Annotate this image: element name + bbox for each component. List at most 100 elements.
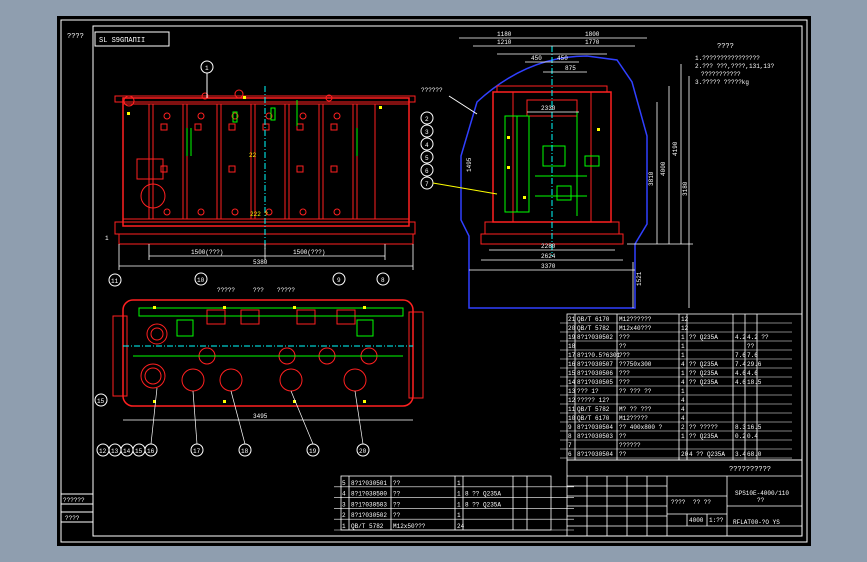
bom-left-cell: 1 [457,491,461,498]
bom-left-cell: 1 [457,501,461,508]
bom-right-cell: 4.2 ?? [747,334,769,341]
top-label-b: ??? [253,287,264,294]
bom-right-cell: ?? Q235A [689,370,718,377]
side-dim-left-v: 1495 [466,157,473,172]
side-dim-1210: 1210 [497,39,512,46]
side-balloon-3: 3 [425,129,429,136]
top-balloon-10: 10 [197,277,205,284]
bom-right-cell: 8?1?030505 [577,379,613,386]
title-box-text: SL S9GΠAΠII [99,37,145,45]
bom-left-cell: 1 [342,523,346,530]
bom-left-cell: 8?1?030503 [351,501,387,508]
bom-left-cell: QB/T 5782 [351,523,384,530]
side-view: 1180 1800 1210 1770 450 450 875 2330 228… [420,31,693,309]
side-dim-inner: 2330 [541,105,556,112]
top-view: ????? ??? ????? 10 9 8 15 3495 12 13 14 … [94,272,424,457]
front-label-222: 222 ? [250,211,268,218]
bom-right-cell: ??750x300 [619,361,652,368]
side-blue-envelope [460,55,648,309]
side-dim-1180: 1180 [497,31,512,38]
bom-right-cell: 4 [681,415,685,422]
title-sheet-a: ?? ?? [693,499,711,506]
bom-right-cell: 2 [681,424,685,431]
side-dim-r2: 4000 [660,161,667,176]
bom-left-cell: 8?1?030500 [351,491,387,498]
bom-right-cell: 1 [681,334,685,341]
bom-right-cell: 1 [681,370,685,377]
side-dim-b3: 3370 [541,263,556,270]
bom-right-cell: 13 [568,388,576,395]
outer-border [60,19,808,543]
bom-right-cell: 4.6 [735,379,746,386]
side-balloon-7: 7 [425,181,429,188]
top-label-c: ????? [277,287,295,294]
bom-right-cell: 8?1?030507 [577,361,613,368]
bom-right-cell: 7.6 [735,352,746,359]
bom-right-cell: 8?1?030504 [577,424,613,431]
side-balloon-2: 2 [425,116,429,123]
bom-right-cell: ?? Q235A [689,433,718,440]
bom-right-cell: 4 [681,397,685,404]
bom-right-cell: 4.2 [735,334,746,341]
side-callout: ?????? [421,87,443,94]
bom-right-cell: 29.6 [747,361,762,368]
bom-right-cell: 68.0 [747,451,762,458]
bom-left-cell: ?? [393,480,401,487]
top-dim: 3495 [253,413,268,420]
top-balloon-14: 14 [123,448,131,455]
front-dim-right: 1500(???) [293,249,325,256]
side-dim-1800: 1800 [585,31,600,38]
side-dim-1770: 1770 [585,39,600,46]
bom-right-cell: ??? [619,379,630,386]
bom-right-cell: 8?1?030502 [577,334,613,341]
bom-right-cell: 17 [568,352,576,359]
bom-left-cell: ?? [393,501,401,508]
bom-right-cell: ????? 12? [577,397,610,404]
bom-left-cell: 1 [457,512,461,519]
left-box-1-text: ?????? [63,497,85,504]
bom-right-cell: 0.4 [747,433,758,440]
bom-right-cell: 6 [568,451,572,458]
bom-right-cell: 16 [568,361,576,368]
top-balloon-18: 18 [241,448,249,455]
bom-table-right [566,313,803,461]
side-dim-875: 875 [565,65,576,72]
bom-right-cell: ?? Q235A [689,334,718,341]
title-scale-label: ???? [671,499,686,506]
bom-right-cell: ?????? [619,442,641,449]
left-box-1 [60,493,94,505]
bom-right-cell: 4.6 [747,370,758,377]
bom-right-cell: ?? [747,343,755,350]
bom-left-cell: 3 [342,501,346,508]
side-balloon-5: 5 [425,155,429,162]
side-dim-low-right: 1521 [636,271,643,286]
top-balloon-15: 15 [135,448,143,455]
bom-right-cell: 1 [681,343,685,350]
bom-right-cell: 12 [681,325,689,332]
bom-right-cell: 15 [568,370,576,377]
bom-right-cell: ??? [619,370,630,377]
top-balloon-13: 13 [111,448,119,455]
title-name: ?????????? [729,466,771,474]
top-balloon-19: 19 [309,448,317,455]
bom-right-cell: QB/T 6170 [577,415,610,422]
bom-right-cell: 14 [568,379,576,386]
top-balloon-20: 20 [359,448,367,455]
bom-right-cell: 0.2 [735,433,746,440]
front-balloon-1: 1 [205,65,209,72]
bom-right-cell: 7 [568,442,572,449]
drawing-sheet: ???? SL S9GΠAΠII ?????? ???? [57,16,811,546]
top-balloon-16: 16 [147,448,155,455]
bom-right-cell: ?? [619,343,627,350]
title-box [94,31,170,47]
bom-right-cell: 4.6 [735,370,746,377]
bom-right-cell: 19 [568,334,576,341]
title-ratio: 1:?? [709,517,724,524]
bom-right-cell: 1 [681,352,685,359]
front-balloon-11: 11 [111,278,119,285]
bom-left-cell: ?? [393,512,401,519]
technical-notes: ???? 1.???????????????? 2.??? ???,????,1… [695,43,775,86]
bom-right-cell: ?? [619,451,627,458]
top-balloon-8: 8 [381,277,385,284]
